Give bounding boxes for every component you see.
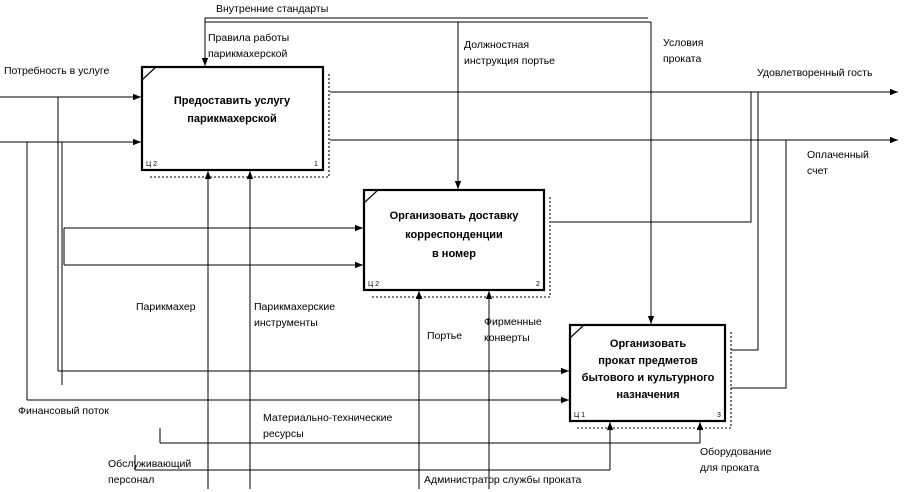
block1-corner-notch: [141, 66, 158, 82]
block3-corner-tag: Ц 1: [574, 412, 585, 419]
label-staff-line1: Обслуживающий: [108, 458, 191, 470]
block1-number: 1: [314, 161, 318, 168]
label-porter: Портье: [427, 330, 462, 342]
mechanism-wires: [134, 171, 704, 489]
label-mtr-line1: Материально-технические: [263, 412, 393, 424]
label-porter-job-line1: Должностная: [464, 39, 529, 51]
label-satisfied-guest: Удовлетворенный гость: [757, 67, 873, 79]
label-envelopes-line1: Фирменные: [484, 316, 542, 328]
block3-title-line3: бытового и культурного: [582, 372, 715, 384]
control-wires: [201, 17, 655, 324]
block2-rect[interactable]: [362, 188, 546, 292]
block1-title-line2: парикмахерской: [187, 113, 277, 125]
label-salon-rules-line1: Правила работы: [208, 32, 289, 44]
output-wires: [330, 88, 898, 389]
label-equipment-line1: Оборудование: [700, 446, 772, 458]
block3-number: 3: [717, 412, 721, 419]
label-paid-invoice-line1: Оплаченный: [807, 149, 869, 161]
wire-block2-output: [551, 92, 752, 223]
block3-corner-notch: [569, 324, 586, 340]
label-hairdresser: Парикмахер: [136, 301, 196, 313]
label-service-need: Потребность в услуге: [4, 65, 109, 77]
block3-rect[interactable]: [568, 323, 727, 423]
block2-title-line1: Организовать доставку: [390, 210, 520, 222]
block2-corner-tag: Ц 2: [368, 281, 379, 288]
label-rental-administrator: Администратор службы проката: [424, 474, 582, 486]
label-paid-invoice-line2: счет: [807, 165, 828, 177]
label-porter-job-line2: инструкция портье: [464, 55, 555, 67]
label-tools-line1: Парикмахерские: [254, 301, 335, 313]
block2-number: 2: [536, 281, 540, 288]
activity-block-1[interactable]: Предоставить услугу парикмахерской Ц 2 1: [140, 65, 330, 178]
label-equipment-line2: для проката: [700, 462, 759, 474]
block2-corner-notch: [363, 189, 380, 205]
block1-title-line1: Предоставить услугу: [174, 95, 291, 107]
label-internal-standards: Внутренние стандарты: [216, 3, 328, 15]
label-financial-flow: Финансовый поток: [18, 405, 109, 417]
label-envelopes-line2: конверты: [484, 332, 530, 344]
block2-title-line2: корреспонденции: [405, 229, 503, 241]
block1-corner-tag: Ц 2: [146, 161, 157, 168]
block2-shadow: [370, 197, 551, 298]
activity-block-3[interactable]: Организовать прокат предметов бытового и…: [568, 323, 732, 429]
block3-shadow: [576, 332, 732, 429]
activity-block-2[interactable]: Организовать доставку корреспонденции в …: [362, 188, 551, 298]
block3-title-line1: Организовать: [610, 338, 686, 350]
label-tools-line2: инструменты: [254, 317, 318, 329]
label-rental-conditions-line1: Условия: [663, 37, 703, 49]
label-rental-conditions-line2: проката: [663, 53, 701, 65]
block1-rect[interactable]: [140, 65, 325, 172]
block3-title-line2: прокат предметов: [598, 355, 698, 367]
wire-block3-output2: [731, 140, 787, 389]
arrow-labels: Внутренние стандарты Правила работы пари…: [4, 3, 873, 486]
block3-title-line4: назначения: [616, 389, 679, 401]
block2-title-line3: в номер: [432, 248, 476, 260]
label-mtr-line2: ресурсы: [263, 428, 304, 440]
wire-block3-output1: [731, 92, 759, 351]
label-staff-line2: персонал: [108, 474, 154, 486]
label-salon-rules-line2: парикмахерской: [208, 48, 287, 60]
input-wires: [0, 93, 569, 404]
